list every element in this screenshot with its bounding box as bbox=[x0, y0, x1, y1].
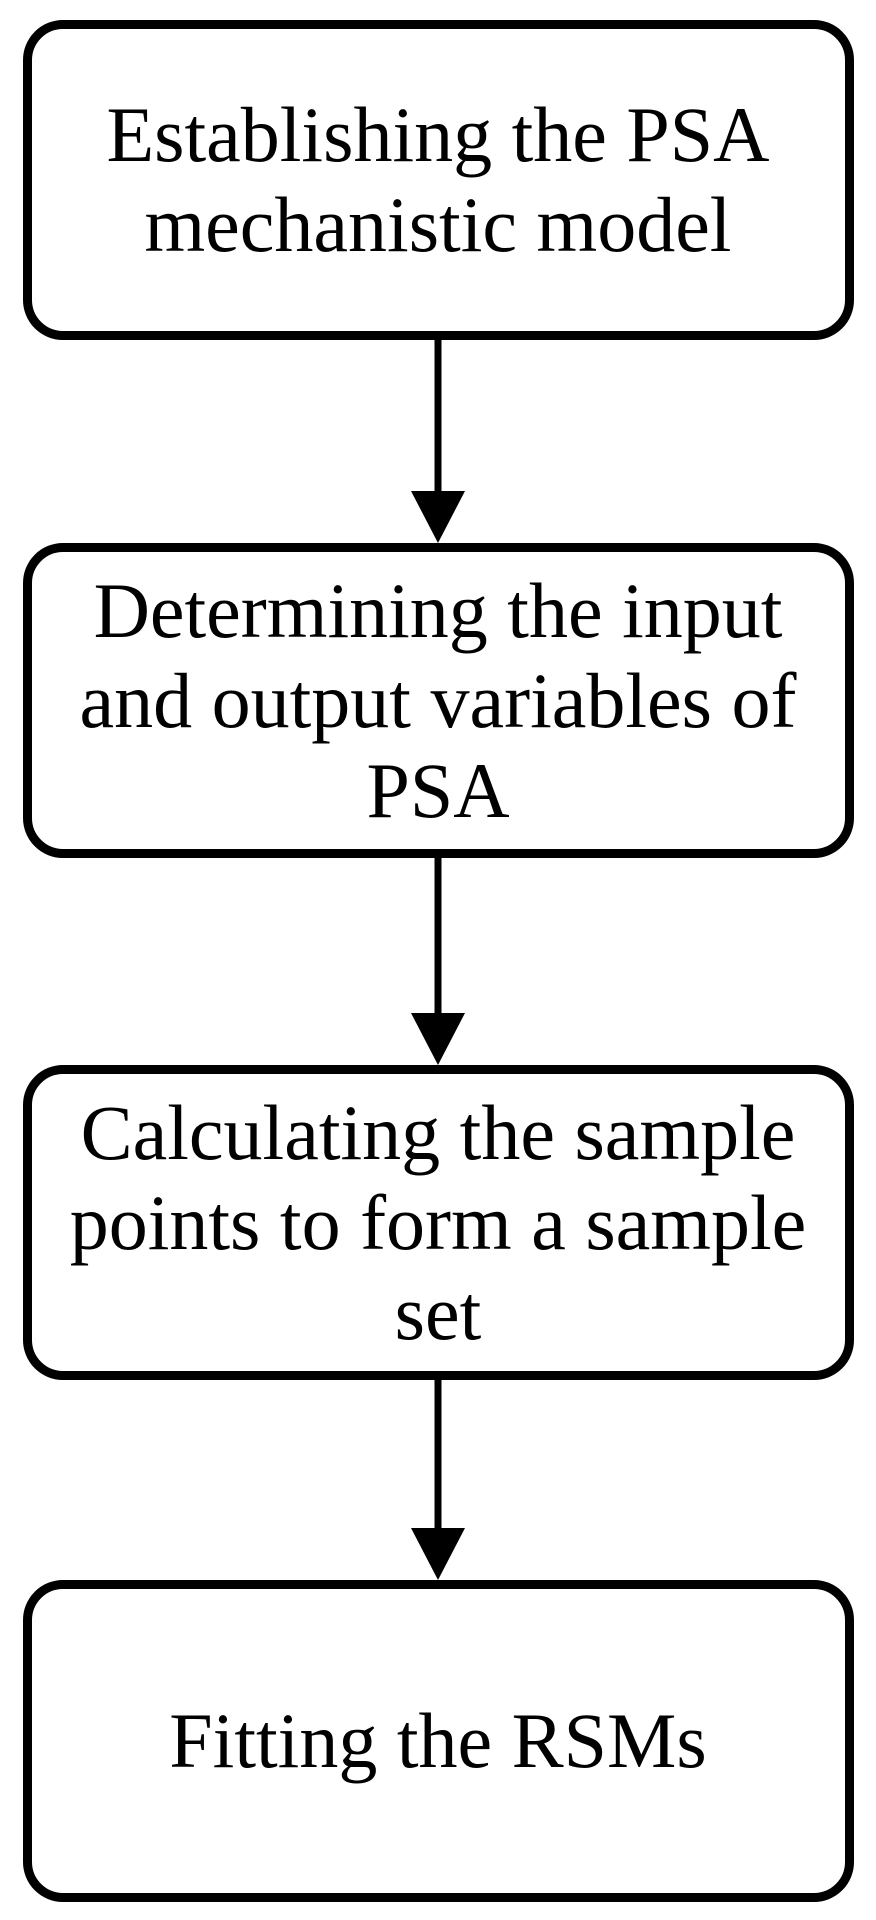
down-arrow-icon bbox=[411, 858, 465, 1065]
arrow-stem bbox=[434, 340, 442, 493]
down-arrow-connector-3 bbox=[408, 1380, 468, 1580]
node-label-line: set bbox=[394, 1268, 482, 1356]
arrow-head bbox=[411, 1528, 465, 1580]
node-label-line: Determining the input bbox=[93, 566, 783, 654]
node-label: Fitting the RSMs bbox=[169, 1696, 706, 1786]
node-label: Establishing the PSA mechanistic model bbox=[106, 90, 769, 270]
arrow-stem bbox=[434, 1380, 442, 1530]
node-label: Calculating the sample points to form a … bbox=[70, 1088, 807, 1358]
node-label-line: Establishing the PSA bbox=[106, 91, 770, 178]
node-label-line: mechanistic model bbox=[144, 181, 732, 268]
node-label-line: and output variables of bbox=[79, 656, 797, 744]
node-label-line: PSA bbox=[366, 746, 510, 834]
arrow-stem bbox=[434, 858, 442, 1015]
flowchart-node-establish-psa-model: Establishing the PSA mechanistic model bbox=[22, 20, 854, 340]
arrow-head bbox=[411, 1013, 465, 1065]
flowchart-node-fit-rsms: Fitting the RSMs bbox=[22, 1580, 854, 1902]
node-label-line: points to form a sample bbox=[69, 1178, 807, 1266]
flowchart-node-determine-io-variables: Determining the input and output variabl… bbox=[22, 543, 854, 858]
down-arrow-icon bbox=[411, 1380, 465, 1580]
down-arrow-connector-1 bbox=[408, 340, 468, 543]
down-arrow-icon bbox=[411, 340, 465, 543]
down-arrow-connector-2 bbox=[408, 858, 468, 1065]
flowchart-node-calculate-sample-points: Calculating the sample points to form a … bbox=[22, 1065, 854, 1380]
node-label-line: Fitting the RSMs bbox=[169, 1697, 707, 1784]
node-label: Determining the input and output variabl… bbox=[80, 566, 797, 836]
arrow-head bbox=[411, 491, 465, 543]
node-label-line: Calculating the sample bbox=[80, 1088, 796, 1176]
